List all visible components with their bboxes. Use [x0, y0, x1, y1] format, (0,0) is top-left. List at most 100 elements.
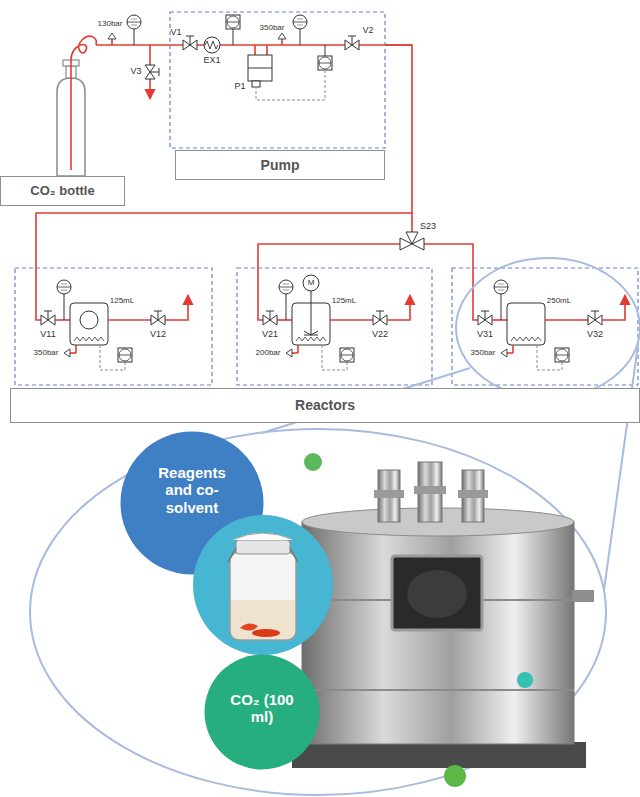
reagent-jar — [228, 548, 298, 562]
pump-group — [278, 33, 286, 45]
vessel-volume: 125mL — [332, 297, 356, 305]
feed-instruments — [108, 33, 116, 45]
feed-instruments — [134, 29, 135, 45]
feed-instruments — [145, 65, 159, 79]
reactor-unit — [545, 319, 588, 321]
reactor-photo — [280, 590, 304, 602]
reactor-unit — [41, 280, 188, 370]
reactor-unit — [340, 348, 354, 362]
zoom-callout — [30, 258, 640, 795]
reactor-unit — [478, 280, 625, 370]
reactor-unit — [555, 348, 569, 362]
node-content: Reagents and co-solvent — [120, 418, 264, 562]
equipment-tag: EX1 — [203, 56, 220, 65]
reactor-photo — [392, 556, 482, 630]
reactor-unit — [75, 345, 77, 353]
reactor-unit — [64, 349, 76, 357]
vessel-volume: 125mL — [110, 297, 134, 305]
reactor-unit — [64, 294, 65, 320]
callout-circle: CO₂ (100 ml) — [204, 654, 320, 770]
node-content: Reactors — [11, 389, 639, 422]
valve-tag: V11 — [40, 330, 55, 339]
reactor-photo — [292, 742, 586, 768]
pump-group — [248, 55, 272, 81]
pump-group — [170, 12, 412, 148]
reactor-unit — [494, 280, 508, 294]
reagent-jar — [252, 629, 280, 637]
pump-group — [256, 70, 325, 100]
valve-tag: V2 — [362, 26, 373, 35]
reactor-unit — [511, 337, 541, 341]
zoom-callout — [604, 345, 638, 590]
pump-group — [183, 36, 197, 50]
valve-tag: V1 — [170, 28, 181, 37]
reactor-unit — [118, 348, 132, 362]
reactor-photo — [374, 490, 404, 498]
reactor-unit — [507, 303, 545, 345]
pump-group — [255, 45, 267, 55]
zoom-callout — [456, 258, 640, 398]
reactor-photo — [280, 462, 594, 768]
pump-group — [385, 44, 412, 46]
pressure-rating: 350bar — [34, 349, 59, 357]
reactor-photo — [414, 486, 446, 494]
node-content: Pump — [176, 151, 384, 179]
pump-group — [226, 15, 240, 29]
reactor-unit — [387, 296, 410, 320]
pump-group — [233, 29, 234, 45]
reactor-unit — [501, 349, 513, 357]
gas-bottle — [57, 36, 96, 176]
reactor-boxes — [237, 268, 432, 385]
reactor-unit — [41, 311, 55, 325]
reactor-photo — [458, 490, 488, 498]
reactor-unit — [286, 349, 298, 357]
pump-group — [318, 56, 332, 70]
reactor-unit — [286, 294, 287, 320]
box-label: Reactors — [295, 397, 355, 413]
three-way-valve — [400, 232, 424, 250]
circle-text: CO₂ (100 ml) — [230, 691, 294, 726]
valve-tag: V3 — [130, 67, 141, 76]
equipment-tag: P1 — [234, 82, 245, 91]
reactor-unit — [55, 319, 70, 321]
valve-tag: V32 — [587, 330, 603, 339]
valve-tag: V31 — [477, 330, 493, 339]
gas-bottle — [71, 36, 96, 60]
circle-fill — [121, 432, 264, 575]
reactor-unit — [57, 280, 71, 294]
pump-group — [204, 37, 220, 53]
co2-pipes — [424, 244, 478, 320]
reactor-unit — [296, 337, 326, 341]
three-way-valve — [400, 232, 424, 250]
reactor-unit — [151, 311, 165, 325]
reactor-unit — [80, 311, 98, 329]
reactor-boxes — [15, 268, 638, 385]
node-content: CO₂ bottle — [1, 177, 124, 205]
decor-dot — [304, 453, 533, 787]
reagent-jar — [232, 533, 294, 540]
box-label: CO₂ bottle — [30, 184, 94, 199]
feed-instruments — [108, 15, 424, 250]
decor-dot — [517, 672, 533, 688]
reactor-photo — [407, 570, 467, 618]
reactor-unit — [277, 319, 292, 321]
vessel-volume: 250mL — [547, 297, 571, 305]
reactor-unit — [478, 311, 492, 325]
pressure-rating: 200bar — [256, 349, 281, 357]
pump-group — [205, 41, 218, 49]
reactor-unit — [263, 275, 410, 370]
reactor-unit — [373, 311, 387, 325]
section-box: Pump — [175, 150, 385, 180]
pump-group — [170, 12, 385, 148]
feed-instruments — [127, 15, 141, 29]
reactor-unit — [492, 319, 507, 321]
zoom-callout — [30, 429, 606, 795]
co2-pipes — [96, 45, 412, 232]
reactor-unit — [70, 303, 108, 345]
reactor-unit — [602, 296, 625, 320]
reactor-unit — [330, 319, 373, 321]
decor-dot — [444, 765, 466, 787]
circle-fill — [205, 655, 320, 770]
callout-circle: Reagents and co-solvent — [120, 431, 264, 575]
